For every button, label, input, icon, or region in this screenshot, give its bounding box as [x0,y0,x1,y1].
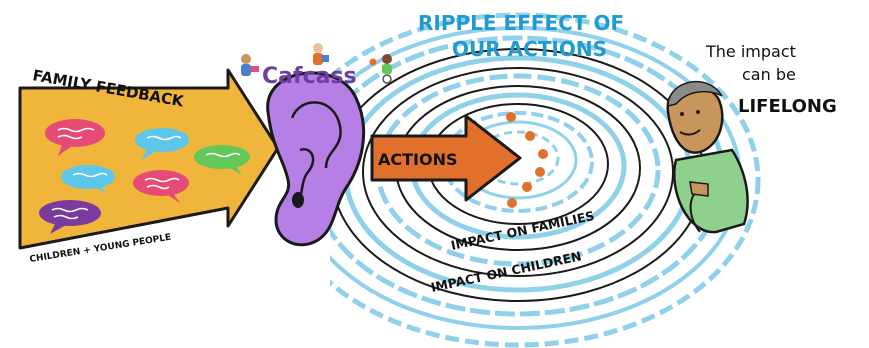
actions-arrow [370,114,522,202]
person-illustration [666,80,749,234]
ripple-center-dots [506,112,548,208]
speech-bubble [135,128,189,160]
cafcass-logo: Cafcass [241,43,392,89]
ripple-dot [507,198,517,208]
logo-figure-left [241,54,259,76]
logo-figure-center [313,43,329,65]
ripple-dot [538,149,548,159]
ripple-title-line2: OUR ACTIONS [452,37,607,61]
ripple-dot [525,131,535,141]
impact-note-line2: can be [742,65,796,84]
cafcass-logo-text: Cafcass [262,64,357,89]
speech-bubble [45,119,105,156]
speech-bubble [194,145,250,175]
ripple-dot [506,112,516,122]
impact-note-line3: LIFELONG [738,96,837,117]
impact-note-line1: The impact [705,42,796,61]
ear-illustration [266,71,366,247]
logo-figure-right [369,54,392,84]
speech-bubbles [39,119,250,234]
speech-bubble [61,165,115,194]
ripple-dot [522,182,532,192]
actions-label: ACTIONS [378,150,458,169]
speech-bubble [39,200,101,234]
ripple-dot [535,167,545,177]
ripple-title-line1: RIPPLE EFFECT OF [418,11,624,35]
speech-bubble [133,170,189,203]
